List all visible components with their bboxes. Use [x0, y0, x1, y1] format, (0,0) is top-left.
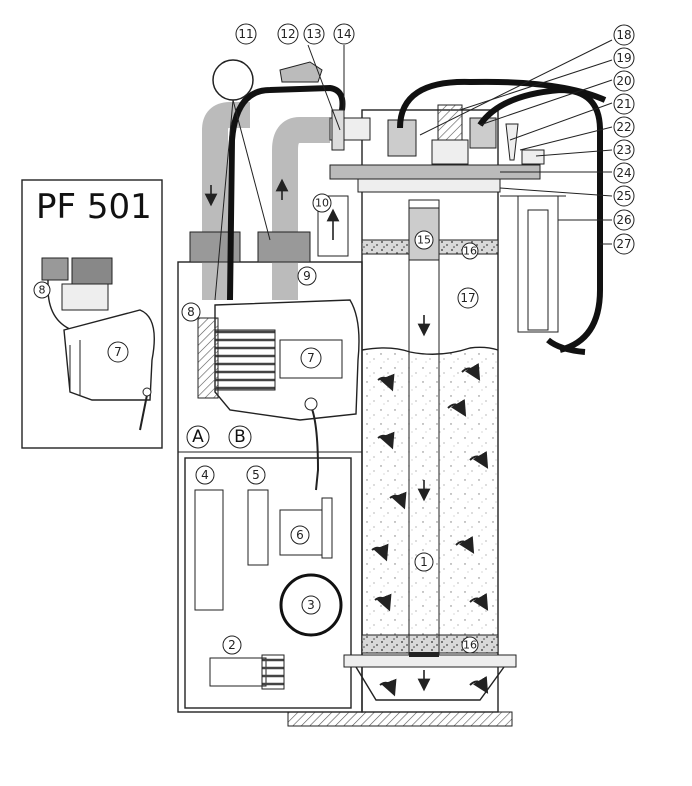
callout-25: 25	[613, 185, 635, 207]
svg-text:1: 1	[420, 555, 428, 569]
svg-text:10: 10	[315, 197, 329, 210]
svg-text:22: 22	[616, 120, 631, 134]
part-label-16-top: 16	[461, 242, 479, 260]
svg-text:8: 8	[39, 284, 46, 297]
svg-text:12: 12	[280, 27, 295, 41]
callout-14: 14	[333, 23, 355, 45]
svg-text:7: 7	[114, 345, 122, 359]
svg-text:14: 14	[336, 27, 351, 41]
section-label-a: A	[186, 425, 210, 449]
part-label-7: 7	[300, 347, 322, 369]
svg-text:11: 11	[238, 27, 253, 41]
part-label-2: 2	[222, 635, 242, 655]
svg-text:16: 16	[463, 245, 477, 258]
reactor-column	[329, 109, 541, 713]
part-label-4: 4	[195, 465, 215, 485]
inset-panel: PF 501 8 7	[21, 179, 163, 449]
section-label-b: B	[228, 425, 252, 449]
callout-leaders	[307, 39, 613, 245]
part-label-3: 3	[301, 595, 321, 615]
callout-21: 21	[613, 93, 635, 115]
black-hose-left	[227, 84, 346, 301]
cabinet-parts	[194, 489, 343, 690]
svg-text:17: 17	[460, 291, 475, 305]
callout-20: 20	[613, 70, 635, 92]
svg-text:16: 16	[463, 639, 477, 652]
svg-text:27: 27	[616, 237, 631, 251]
pump	[197, 299, 360, 491]
part-label-17: 17	[457, 287, 479, 309]
svg-text:25: 25	[616, 189, 631, 203]
inset-label-8: 8	[33, 281, 51, 299]
part-label-8: 8	[181, 302, 201, 322]
part-label-1: 1	[414, 552, 434, 572]
svg-text:13: 13	[306, 27, 321, 41]
callout-19: 19	[613, 47, 635, 69]
part-label-5: 5	[246, 465, 266, 485]
callout-12: 12	[277, 23, 299, 45]
base-plate	[287, 711, 513, 727]
part-label-10: 10	[312, 193, 332, 213]
callout-22: 22	[613, 116, 635, 138]
svg-text:23: 23	[616, 143, 631, 157]
svg-text:18: 18	[616, 28, 631, 42]
svg-text:2: 2	[228, 638, 236, 652]
svg-text:15: 15	[417, 234, 431, 247]
callout-27: 27	[613, 233, 635, 255]
svg-text:19: 19	[616, 51, 631, 65]
inset-title: PF 501	[36, 187, 152, 227]
svg-text:4: 4	[201, 468, 209, 482]
callout-11: 11	[235, 23, 257, 45]
part-label-16-bottom: 16	[461, 636, 479, 654]
svg-text:21: 21	[616, 97, 631, 111]
callout-18: 18	[613, 24, 635, 46]
callout-26: 26	[613, 209, 635, 231]
svg-text:5: 5	[252, 468, 260, 482]
svg-text:8: 8	[187, 305, 195, 319]
inset-label-7: 7	[107, 341, 129, 363]
svg-text:24: 24	[616, 166, 631, 180]
part-label-6: 6	[290, 525, 310, 545]
svg-text:B: B	[234, 427, 246, 447]
svg-text:6: 6	[296, 528, 304, 542]
svg-text:A: A	[192, 427, 204, 447]
callout-24: 24	[613, 162, 635, 184]
svg-text:26: 26	[616, 213, 631, 227]
big-circle-11	[212, 59, 254, 101]
part-label-15: 15	[414, 230, 434, 250]
lid-components	[317, 78, 607, 355]
svg-text:3: 3	[307, 598, 315, 612]
svg-text:9: 9	[303, 269, 311, 283]
callout-13: 13	[303, 23, 325, 45]
svg-text:20: 20	[616, 74, 631, 88]
pipework	[189, 102, 371, 300]
callout-23: 23	[613, 139, 635, 161]
svg-text:7: 7	[307, 351, 315, 365]
part-label-9: 9	[297, 266, 317, 286]
